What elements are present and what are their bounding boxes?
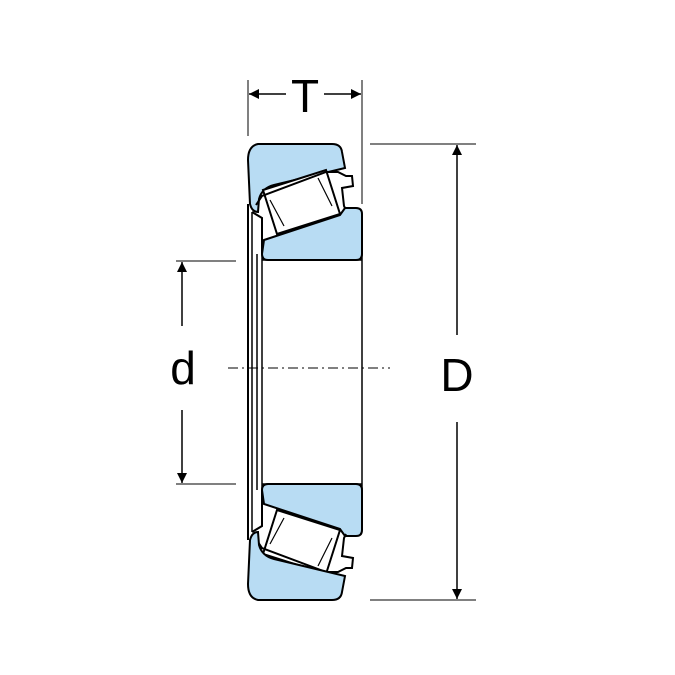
bearing-bottom-section	[246, 483, 363, 601]
outer-ring-bottom	[246, 530, 347, 601]
dimension-t: T	[247, 70, 363, 204]
inner-ring-top	[260, 207, 363, 261]
bore-label: d	[170, 342, 196, 394]
bearing-top-section	[246, 143, 363, 261]
dimension-d-bore: d	[170, 260, 236, 485]
cage-top	[255, 171, 355, 211]
dimension-outer-d: D	[370, 143, 476, 601]
outer-label: D	[440, 349, 473, 401]
width-label: T	[291, 70, 319, 122]
cage-bottom	[255, 533, 355, 573]
inner-ring-bottom	[260, 483, 363, 537]
bearing-middle-body	[247, 204, 363, 540]
